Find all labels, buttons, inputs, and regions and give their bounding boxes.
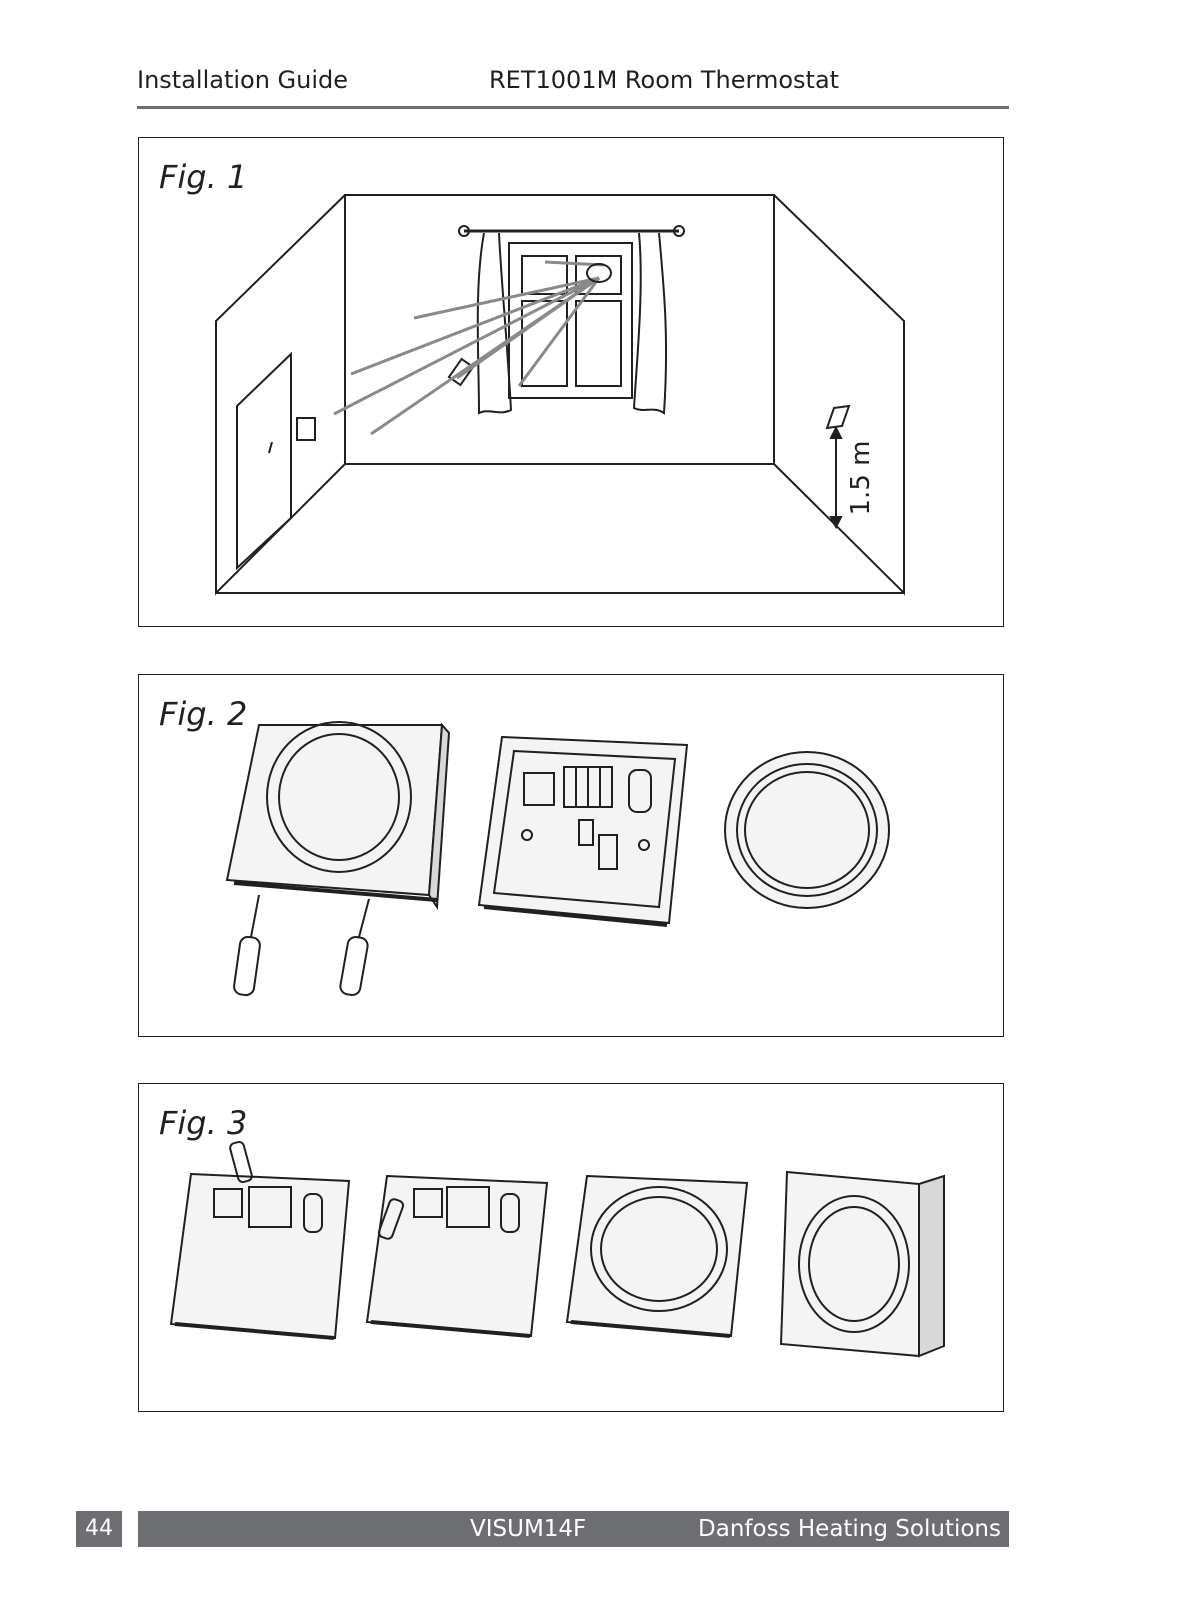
- front-cover-dial: [266, 721, 412, 873]
- relay-block: [523, 772, 555, 806]
- figure-2-title: Fig. 2: [159, 695, 248, 733]
- sunlight-rays: [333, 260, 605, 436]
- left-wall: [215, 194, 346, 596]
- door-handle: [268, 441, 273, 454]
- screwdriver-icon: [233, 894, 261, 997]
- wrong-thermostat-window: [447, 357, 475, 387]
- figure-1-room-placement: Fig. 1: [138, 137, 1004, 627]
- window-frame: [508, 242, 633, 399]
- potentiometer: [578, 819, 594, 846]
- company-name: Danfoss Heating Solutions: [698, 1516, 1001, 1542]
- screwdriver-icon: [339, 898, 370, 997]
- page-footer: VISUM14F Danfoss Heating Solutions: [138, 1511, 1009, 1547]
- figure-3-title: Fig. 3: [159, 1104, 248, 1142]
- right-wall: [773, 194, 905, 596]
- screwdriver-icon: [377, 1198, 405, 1240]
- sun-icon: [586, 263, 612, 283]
- room-illustration: 1.5 m: [215, 194, 905, 596]
- curtain-right: [632, 232, 668, 415]
- wrong-thermostat-left: [296, 417, 316, 441]
- mounting-illustration: [169, 1140, 945, 1358]
- height-arrow: [829, 425, 843, 530]
- capacitor: [628, 769, 652, 813]
- connector: [598, 834, 618, 870]
- figure-3-mounting-steps: Fig. 3: [138, 1083, 1004, 1412]
- step-3-base-with-ring: [565, 1174, 749, 1338]
- door: [236, 351, 292, 571]
- page-number: 44: [76, 1511, 122, 1547]
- parts-illustration: [225, 721, 890, 997]
- dial-ring: [724, 751, 890, 909]
- figure-1-title: Fig. 1: [159, 158, 248, 196]
- document-code: VISUM14F: [470, 1516, 587, 1542]
- base-plate: [477, 735, 689, 925]
- height-label: 1.5 m: [846, 441, 876, 516]
- rod-end-right: [673, 225, 685, 237]
- rod-end-left: [458, 225, 470, 237]
- page-header: Installation Guide RET1001M Room Thermos…: [137, 62, 1009, 109]
- back-wall: [344, 194, 775, 465]
- guide-title: Installation Guide: [137, 66, 349, 94]
- screwdriver-icon: [229, 1140, 253, 1184]
- figure-2-thermostat-parts: Fig. 2: [138, 674, 1004, 1037]
- correct-thermostat: [825, 404, 851, 430]
- product-title: RET1001M Room Thermostat: [489, 66, 840, 94]
